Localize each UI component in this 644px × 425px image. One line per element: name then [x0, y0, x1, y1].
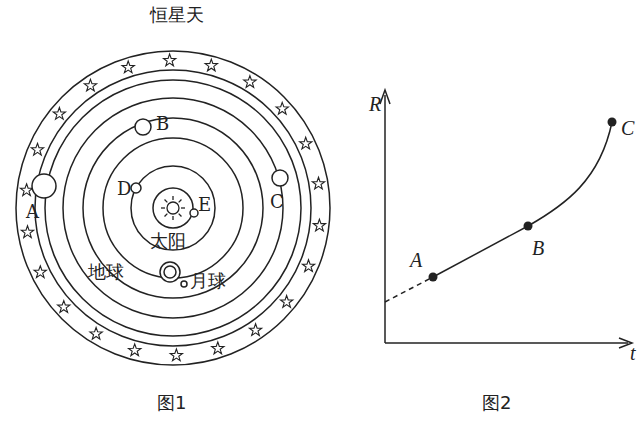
star: [20, 184, 32, 196]
star: [58, 301, 70, 313]
planet-label: C: [270, 193, 284, 211]
sun-symbol: [161, 196, 185, 220]
star: [90, 327, 102, 339]
title-label: 恒星天: [150, 6, 204, 24]
orbits: [16, 51, 330, 365]
planet-label: E: [198, 196, 211, 214]
star-ring: [20, 54, 325, 361]
moon-label: 月球: [190, 272, 226, 290]
planet-label: B: [156, 115, 169, 133]
star: [53, 108, 65, 120]
planets: [32, 119, 288, 287]
planet-label: D: [117, 180, 131, 198]
star: [31, 143, 43, 155]
star: [312, 177, 324, 189]
point-label: A: [410, 250, 422, 270]
axis-label: t: [630, 343, 636, 363]
earth-label: 地球: [88, 263, 124, 281]
star: [212, 342, 224, 354]
star: [21, 226, 33, 238]
star: [244, 76, 256, 88]
figure-caption: 图1: [157, 394, 186, 412]
graph: [380, 90, 632, 348]
star: [205, 59, 217, 71]
star: [129, 344, 141, 356]
star: [34, 266, 46, 278]
star: [276, 102, 288, 114]
star: [302, 260, 314, 272]
planet-label: A: [26, 203, 39, 221]
star: [164, 54, 176, 66]
graph-points: [429, 118, 617, 282]
star: [281, 296, 293, 308]
star: [170, 349, 182, 361]
star: [249, 324, 261, 336]
star: [84, 79, 96, 91]
axis-label: R: [369, 94, 381, 114]
star: [300, 137, 312, 149]
point-label: B: [532, 238, 544, 258]
figure-caption: 图2: [482, 394, 511, 412]
sun-label: 太阳: [150, 232, 186, 250]
point-label: C: [621, 118, 634, 138]
star: [122, 61, 134, 73]
star: [313, 219, 325, 231]
